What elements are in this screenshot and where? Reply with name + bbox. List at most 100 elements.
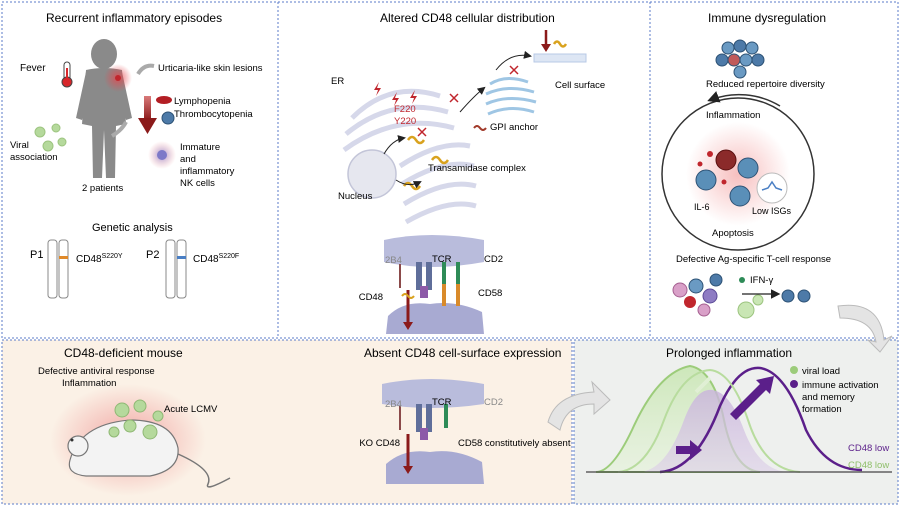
ko-mhc-icon bbox=[420, 428, 428, 440]
thrombocytopenia-label: Thrombocytopenia bbox=[174, 109, 253, 120]
patients-label: 2 patients bbox=[82, 183, 123, 194]
er-to-golgi-arrow bbox=[459, 86, 486, 113]
small-purple-arrow bbox=[676, 440, 702, 460]
body-arrow bbox=[110, 121, 128, 138]
nk-cell-nucleus bbox=[157, 150, 167, 160]
gpi-anchor-icon bbox=[473, 125, 487, 131]
transamidase-label: Transamidase complex bbox=[428, 163, 526, 174]
cd48-low-green-label: CD48 low bbox=[848, 460, 889, 471]
platelet-icon bbox=[156, 96, 172, 104]
genetic-title: Genetic analysis bbox=[92, 222, 173, 234]
cd2-label: CD2 bbox=[484, 254, 503, 265]
y220-label: Y220 bbox=[394, 116, 416, 127]
absent-panel: Absent CD48 cell-surface expression 2B4 … bbox=[359, 346, 611, 484]
ko-cd2-stem bbox=[444, 404, 448, 428]
p1-chromosome-b bbox=[58, 239, 69, 299]
f220-label: F220 bbox=[394, 104, 416, 115]
golgi-to-surface-arrow bbox=[495, 50, 532, 71]
green-up-arrow bbox=[694, 376, 712, 394]
lymphopenia-label: Lymphopenia bbox=[174, 96, 231, 107]
mouse-line-1: Defective antiviral response bbox=[38, 366, 155, 377]
virus-cluster-icon bbox=[34, 123, 67, 152]
mouse-line-2: Inflammation bbox=[62, 378, 116, 389]
down-arrow-head bbox=[138, 118, 157, 134]
2b4-label: 2B4 bbox=[385, 255, 402, 266]
synapse-cd48-icon bbox=[401, 293, 415, 299]
legend-immune-swatch bbox=[790, 380, 798, 388]
block-x-icon-2 bbox=[449, 93, 459, 103]
block-x-icon-3 bbox=[509, 65, 519, 75]
cd2-stem bbox=[442, 262, 446, 286]
cd48-low-green-curve bbox=[617, 368, 801, 473]
ko-apc-membrane bbox=[386, 451, 484, 484]
immune-title: Immune dysregulation bbox=[708, 11, 826, 25]
gpi-label: GPI anchor bbox=[490, 122, 538, 133]
mhc-icon bbox=[420, 286, 428, 298]
nucleus-arrow-1 bbox=[383, 135, 406, 155]
down-arrow-shaft bbox=[144, 96, 151, 120]
immature-line-4: NK cells bbox=[180, 178, 215, 189]
mouse-tail bbox=[177, 453, 231, 488]
p2-chromosome-b bbox=[176, 239, 187, 299]
inflammation-label: Inflammation bbox=[706, 110, 760, 121]
isg-cell-icon bbox=[756, 172, 788, 204]
low-isgs-label: Low ISGs bbox=[752, 206, 792, 216]
defective-cells-icon bbox=[672, 273, 764, 319]
skin-lesion bbox=[115, 75, 121, 81]
mouse-title: CD48-deficient mouse bbox=[64, 346, 183, 360]
defective-label: Defective Ag-specific T-cell response bbox=[676, 254, 831, 265]
tcell-membrane bbox=[384, 235, 484, 267]
mouse-panel: CD48-deficient mouse Defective antiviral… bbox=[38, 346, 231, 496]
apc-membrane bbox=[386, 303, 484, 334]
ifn-label: IFN-γ bbox=[750, 275, 773, 286]
apoptosis-label: Apoptosis bbox=[712, 228, 754, 239]
absent-title: Absent CD48 cell-surface expression bbox=[364, 346, 561, 360]
viral-line-1: Viral bbox=[10, 140, 29, 151]
tcell-cluster-icon bbox=[715, 39, 765, 79]
cd58-label: CD58 bbox=[478, 288, 502, 299]
prolonged-title: Prolonged inflammation bbox=[666, 346, 792, 360]
er-membranes bbox=[342, 88, 477, 225]
surface-down-arrow-head bbox=[541, 44, 551, 52]
ko-cd58-label: CD58 constitutively absent bbox=[458, 438, 571, 449]
nucleus-label: Nucleus bbox=[338, 191, 373, 202]
golgi-icon bbox=[485, 77, 537, 116]
inflamed-cells-icon bbox=[695, 149, 759, 207]
ko-tcr-stem bbox=[416, 404, 422, 432]
lymphocyte-icon bbox=[161, 111, 175, 125]
responder-cell-1 bbox=[781, 289, 795, 303]
cd48-protein-icons bbox=[402, 135, 450, 191]
immature-line-3: inflammatory bbox=[180, 166, 235, 177]
legend-immune-line-3: formation bbox=[802, 404, 842, 415]
immature-line-1: Immature bbox=[180, 142, 220, 153]
ko-2b4-label: 2B4 bbox=[385, 399, 402, 410]
mouse-eye bbox=[70, 438, 74, 442]
lcmv-virus-icons bbox=[108, 399, 164, 440]
cd48-label: CD48 bbox=[359, 292, 383, 303]
flow-curved-arrow bbox=[837, 304, 893, 353]
isg-signal-icon bbox=[761, 180, 783, 191]
il6-label: IL-6 bbox=[694, 202, 710, 212]
cell-surface-label: Cell surface bbox=[555, 80, 605, 91]
legend-viral-label: viral load bbox=[802, 366, 840, 377]
tcr-stem bbox=[416, 262, 422, 290]
fever-label: Fever bbox=[20, 63, 46, 74]
cd48-low-purple-curve bbox=[659, 366, 863, 474]
nucleus-icon bbox=[347, 149, 397, 199]
prolonged-panel: Prolonged inflammation viral load immune… bbox=[586, 346, 892, 474]
immune-panel: Immune dysregulation Reduced repertoire … bbox=[661, 11, 893, 353]
block-x-icon-1 bbox=[417, 127, 427, 137]
ko-tcr-label: TCR bbox=[432, 397, 452, 408]
patient-silhouette bbox=[76, 39, 132, 178]
legend-immune-line-2: and memory bbox=[802, 392, 855, 403]
cycle-arrow bbox=[707, 91, 781, 107]
ko-down-arrow-head bbox=[403, 466, 413, 474]
bottom-flow-arrow bbox=[547, 380, 611, 431]
nucleus-arrow-2 bbox=[395, 179, 422, 189]
immune-synapse-top: 2B4 TCR CD2 CD48 CD58 bbox=[359, 235, 503, 334]
cd2-stem-2 bbox=[456, 262, 460, 286]
surface-cd48-icon bbox=[552, 40, 568, 48]
urticaria-label: Urticaria-like skin lesions bbox=[158, 63, 263, 74]
p1-mutation-band bbox=[59, 256, 68, 259]
